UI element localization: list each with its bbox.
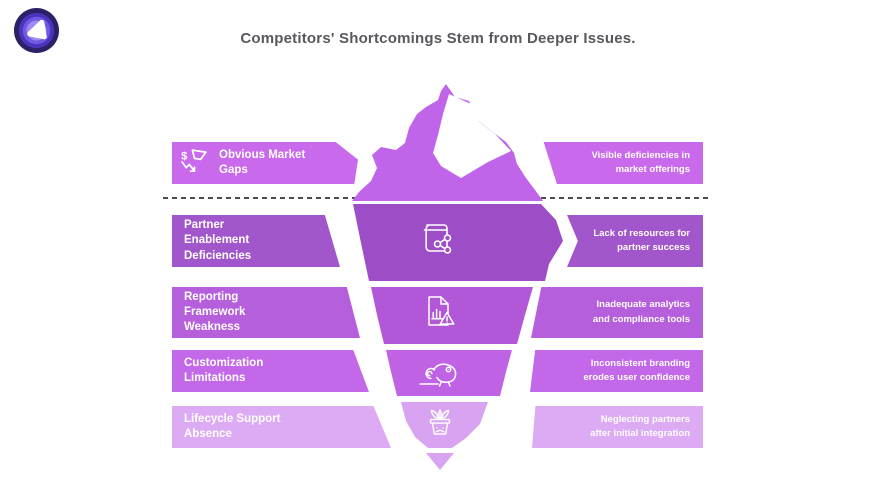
page-title: Competitors' Shortcomings Stem from Deep… (240, 30, 636, 47)
svg-text:$: $ (181, 150, 188, 162)
right-card-lifecycle-support: Neglecting partners after initial integr… (532, 406, 703, 448)
right-card-text: Inconsistent branding erodes user confid… (583, 357, 690, 383)
right-card-customization: Inconsistent branding erodes user confid… (530, 350, 703, 392)
iceberg-tip-facet (433, 94, 511, 178)
brand-logo-icon (13, 7, 60, 54)
right-card-text: Inadequate analytics and compliance tool… (592, 299, 690, 325)
iceberg-tip (352, 84, 543, 201)
iceberg-segment-reporting (371, 287, 533, 344)
left-card-partner-enablement: Partner Enablement Deficiencies (172, 215, 340, 267)
iceberg-segment-lifecycle (401, 402, 488, 448)
iceberg-segment-partner-enablement (353, 204, 563, 281)
left-card-title: Lifecycle Support Absence (184, 412, 281, 440)
left-card-title: Reporting Framework Weakness (184, 290, 246, 334)
waterline-dashed-divider (163, 197, 712, 199)
right-card-text: Visible deficiencies in market offerings (591, 149, 690, 175)
iceberg-bottom-tip (426, 453, 454, 470)
brand-logo (13, 7, 60, 54)
right-card-text: Neglecting partners after initial integr… (590, 413, 690, 439)
right-card-text: Lack of resources for partner success (593, 227, 690, 253)
right-card-obvious-market-gaps: Visible deficiencies in market offerings (543, 142, 703, 184)
left-card-reporting-framework: Reporting Framework Weakness (172, 287, 360, 338)
left-card-customization: Customization Limitations (172, 350, 369, 392)
chameleon-icon (419, 363, 457, 387)
right-card-partner-enablement: Lack of resources for partner success (567, 215, 703, 267)
market-gap-dollar-icon: $ (179, 147, 212, 180)
report-warning-icon (428, 296, 455, 326)
left-card-lifecycle-support: Lifecycle Support Absence (172, 406, 391, 448)
iceberg-segment-customization (386, 350, 512, 396)
left-card-title: Customization Limitations (184, 356, 264, 384)
right-card-reporting-framework: Inadequate analytics and compliance tool… (531, 287, 703, 338)
left-card-title: Obvious Market Gaps (219, 148, 306, 176)
left-card-obvious-market-gaps: $ Obvious Market Gaps (172, 142, 358, 184)
left-card-title: Partner Enablement Deficiencies (184, 219, 252, 262)
sad-plant-icon (429, 409, 451, 435)
book-share-icon (423, 224, 452, 254)
